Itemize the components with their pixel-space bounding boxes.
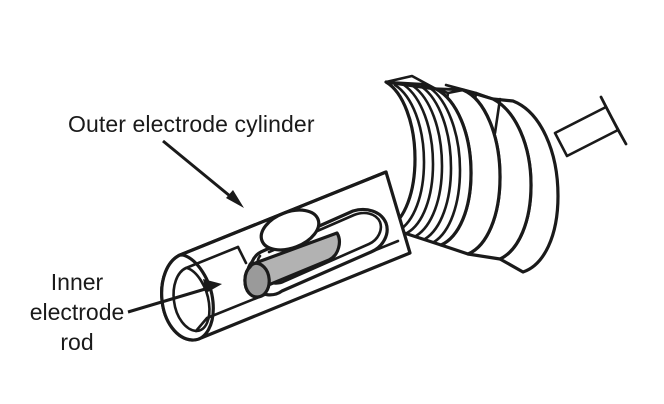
inner-electrode-rod-label-line3: rod <box>60 329 93 355</box>
inner-label-leader <box>127 279 222 314</box>
outer-label-leader <box>162 139 244 208</box>
terminal-pin <box>553 95 628 158</box>
outer-electrode-cylinder-label: Outer electrode cylinder <box>68 111 315 137</box>
outer-electrode-cylinder <box>160 170 412 342</box>
inner-electrode-rod <box>243 231 341 299</box>
inner-electrode-rod-label-line2: electrode <box>30 299 125 325</box>
threaded-section <box>384 74 473 247</box>
inner-electrode-rod-label-line1: Inner <box>51 269 104 295</box>
